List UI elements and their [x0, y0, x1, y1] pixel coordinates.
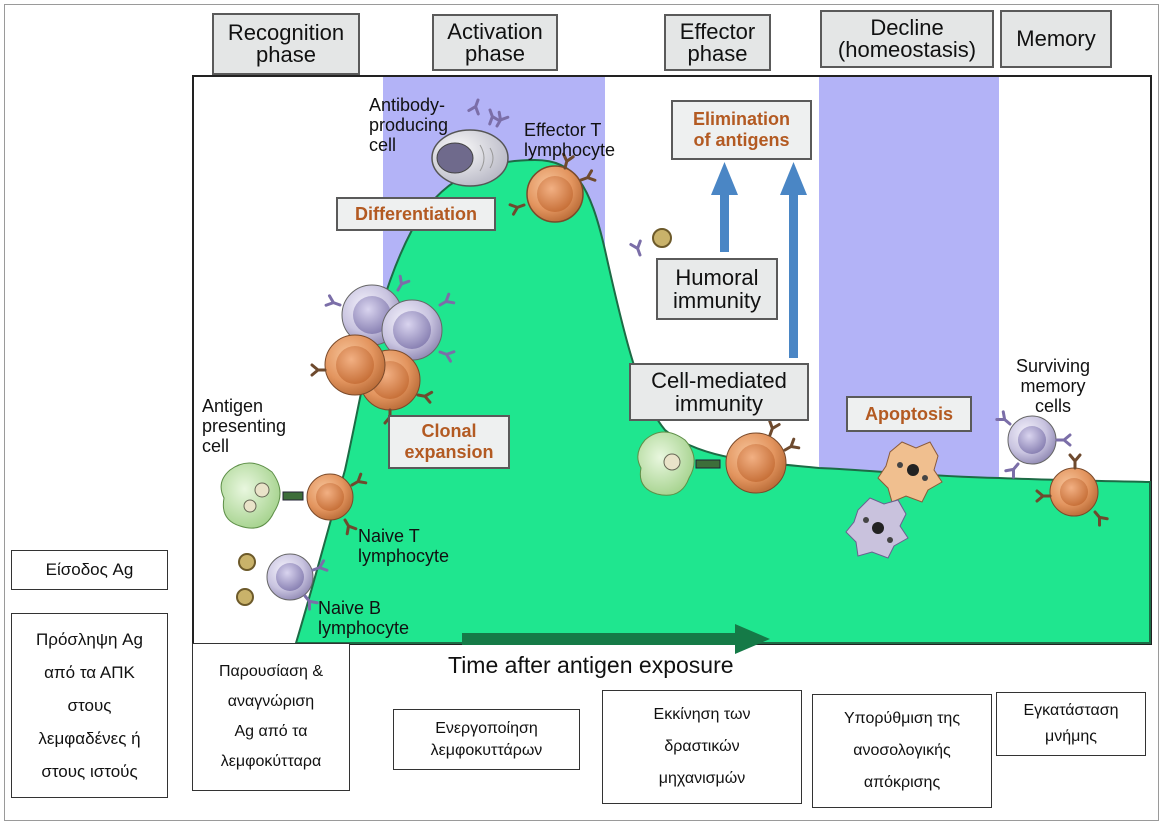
- greek-antigen-entry: Είσοδος Ag: [11, 550, 168, 590]
- antibody-antigen-complex: [629, 228, 672, 259]
- humoral-immunity-box: Humoral immunity: [656, 258, 778, 320]
- phase-recognition: Recognition phase: [212, 13, 360, 75]
- phase-memory: Memory: [1000, 10, 1112, 68]
- naive-b-cell: [236, 553, 329, 611]
- greek-presentation: Παρουσίαση & αναγνώριση Ag από τα λεμφοκ…: [192, 643, 350, 791]
- humoral-arrow: [711, 162, 738, 252]
- greek-antigen-uptake: Πρόσληψη Ag από τα ΑΠΚ στους λεμφαδένες …: [11, 613, 168, 798]
- phase-effector: Effector phase: [664, 14, 771, 71]
- label-naive-b-lymphocyte: Naive B lymphocyte: [318, 598, 410, 638]
- memory-cells: [995, 410, 1109, 527]
- plasma-cell: [431, 129, 509, 187]
- label-antibody-producing-cell: Antibody- producing cell: [369, 95, 449, 155]
- cell-mediated-immunity-box: Cell-mediated immunity: [629, 363, 809, 421]
- time-arrow: [462, 624, 770, 654]
- cell-mediated-arrow: [780, 162, 807, 358]
- label-effector-t-lymphocyte: Effector T lymphocyte: [524, 120, 616, 160]
- phase-activation: Activation phase: [432, 14, 558, 71]
- stage-elimination: Elimination of antigens: [671, 100, 812, 160]
- stage-apoptosis: Apoptosis: [846, 396, 972, 432]
- figure-frame: [4, 4, 1159, 821]
- effector-t-cell: [508, 152, 597, 223]
- phase-decline: Decline (homeostasis): [820, 10, 994, 68]
- label-antigen-presenting-cell: Antigen presenting cell: [202, 396, 287, 456]
- cell-mediated-complex: [637, 419, 801, 496]
- greek-memory-establish: Εγκατάσταση μνήμης: [996, 692, 1146, 756]
- apoptotic-cells: [845, 441, 943, 559]
- stage-differentiation: Differentiation: [336, 197, 496, 231]
- greek-effector-start: Εκκίνηση των δραστικών μηχανισμών: [602, 690, 802, 804]
- naive-t-cell: [306, 472, 368, 536]
- time-axis-label: Time after antigen exposure: [448, 652, 734, 678]
- greek-activation: Ενεργοποίηση λεμφοκυττάρων: [393, 709, 580, 770]
- response-curve: [294, 158, 1151, 644]
- label-surviving-memory-cells: Surviving memory cells: [1016, 356, 1091, 416]
- greek-downregulation: Υπορύθμιση της ανοσολογικής απόκρισης: [812, 694, 992, 808]
- stage-clonal-expansion: Clonal expansion: [388, 415, 510, 469]
- clonal-expansion-cluster: [310, 274, 456, 425]
- label-naive-t-lymphocyte: Naive T lymphocyte: [358, 526, 450, 566]
- antigen-presenting-cell: [220, 462, 304, 529]
